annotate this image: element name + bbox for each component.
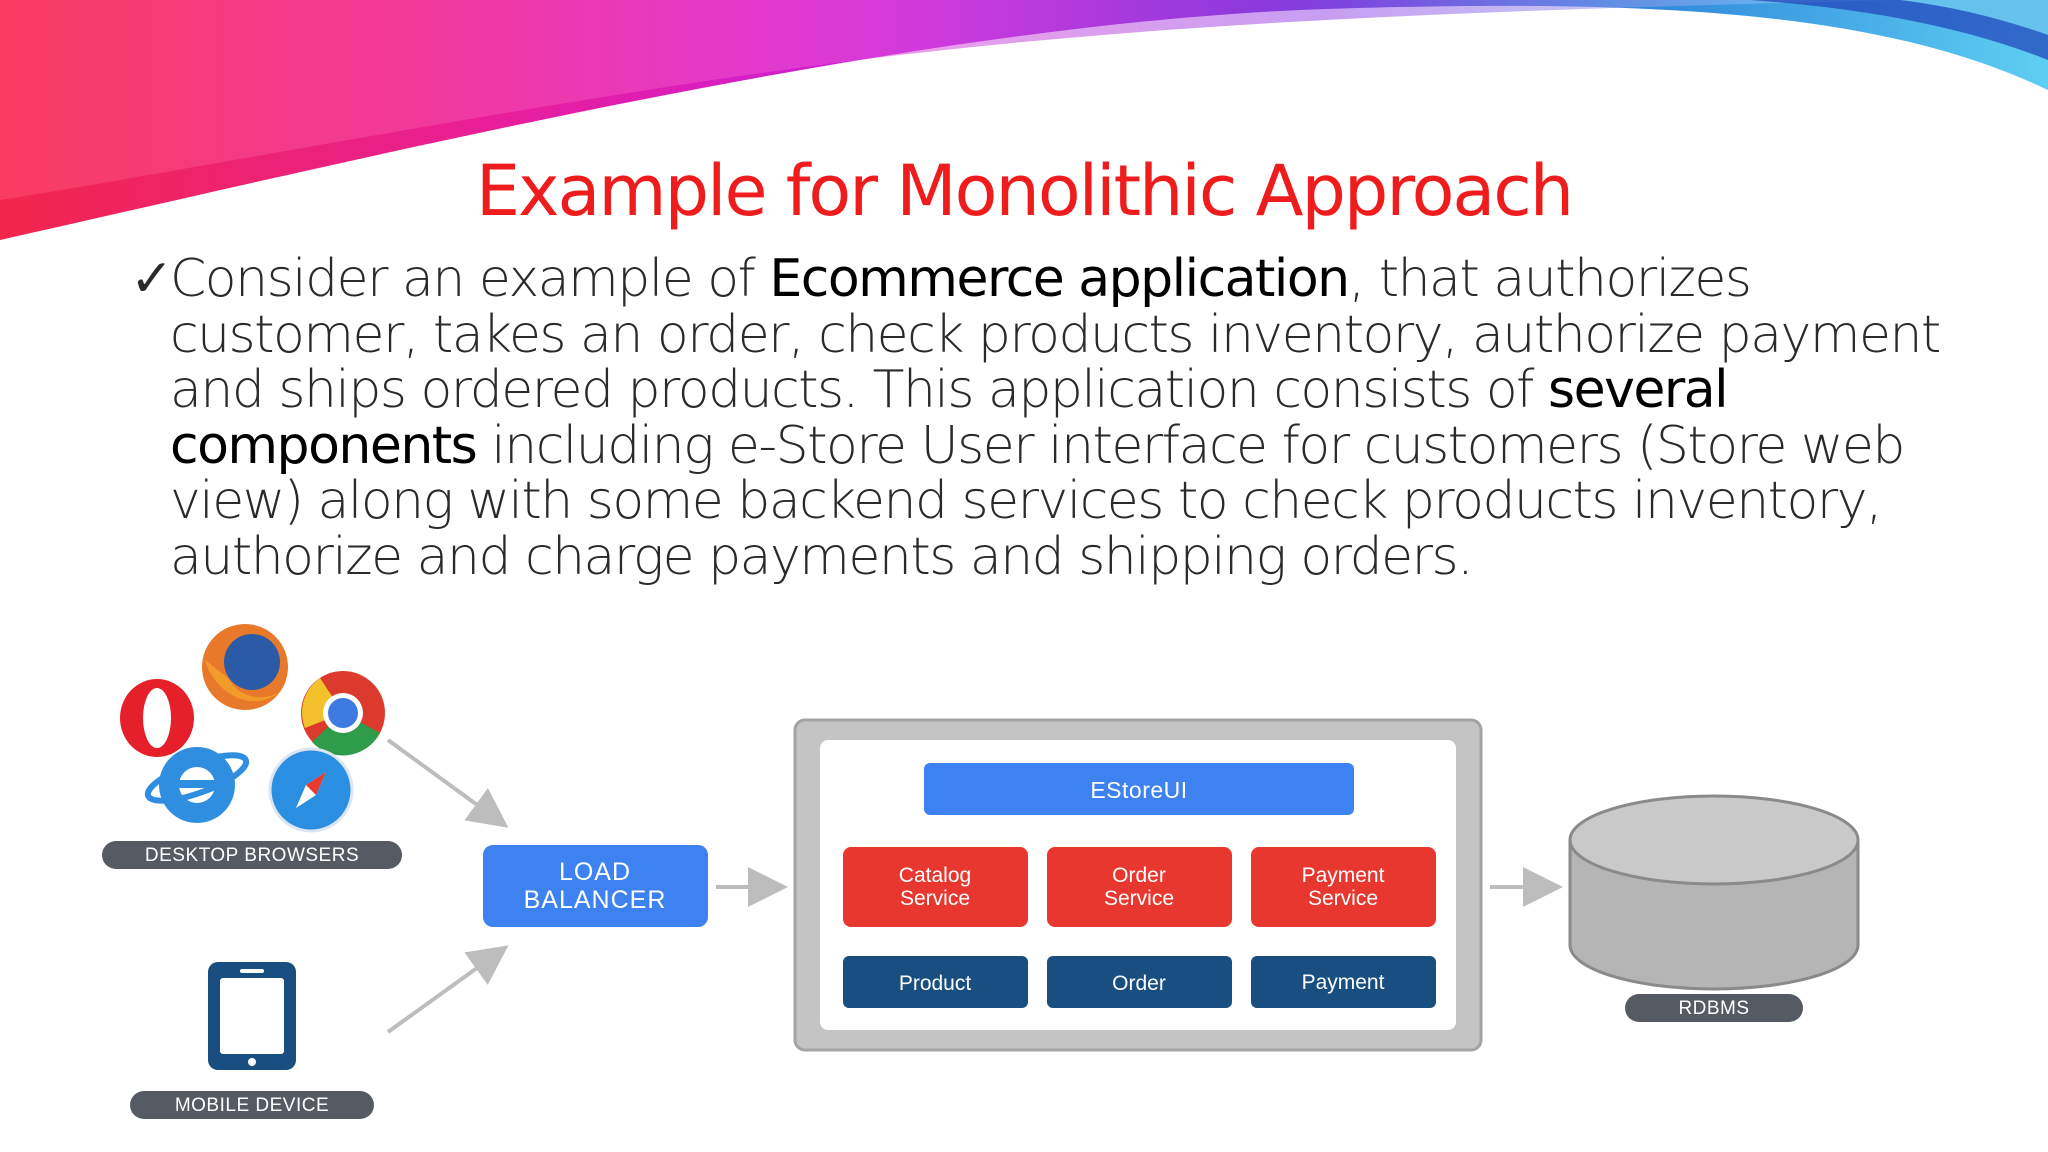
load-balancer-label-line1: LOAD [559,858,631,886]
monolithic-architecture-diagram: DESKTOP BROWSERS MOBILE DEVICE LOAD BALA… [102,624,1860,1119]
order-module-box [1047,956,1232,1008]
rdbms-label: RDBMS [1678,998,1749,1019]
paragraph-part-2: , that authorizes customer, takes an ord… [170,249,1941,420]
arrow-browsers-to-lb [386,738,509,828]
catalog-service-label-line1: Catalog [899,864,971,887]
rdbms-label-pill [1625,994,1803,1022]
paragraph-part-1: Consider an example of [170,249,770,309]
payment-module-label: Payment [1302,971,1385,994]
paragraph-part-3: including e-Store User interface for cus… [170,415,1905,587]
catalog-service-box [843,847,1028,927]
header-swoosh-decoration [0,0,2048,240]
desktop-browsers-label-pill [102,841,402,869]
estore-ui-box [924,763,1354,815]
product-module-box [843,956,1028,1008]
load-balancer-label-line2: BALANCER [524,886,667,914]
chrome-icon [301,671,385,756]
safari-icon [268,747,354,833]
mobile-device-label: MOBILE DEVICE [175,1095,329,1116]
desktop-browsers-label: DESKTOP BROWSERS [145,845,359,866]
slide-paragraph: ✓ Consider an example of Ecommerce appli… [130,249,1960,587]
checkmark-bullet-icon: ✓ [130,249,174,309]
paragraph-bold-ecommerce: Ecommerce application [769,249,1350,309]
paragraph-text: Consider an example of Ecommerce applica… [170,249,1960,587]
estore-ui-label: EStoreUI [1090,777,1187,803]
payment-service-box [1251,847,1436,927]
payment-module-box [1251,956,1436,1008]
firefox-icon [202,624,288,710]
mobile-device-icon [208,962,296,1070]
internet-explorer-icon [144,747,250,823]
order-module-label: Order [1112,972,1166,995]
load-balancer-box [483,845,708,927]
order-service-label-line1: Order [1112,864,1166,887]
slide-title: Example for Monolithic Approach [475,150,1574,232]
opera-icon [120,679,194,757]
order-service-label-line2: Service [1104,887,1174,910]
payment-service-label-line2: Service [1308,887,1378,910]
order-service-box [1047,847,1232,927]
paragraph-bold-components: several components [170,360,1729,476]
mobile-device-label-pill [130,1091,374,1119]
database-icon [1568,794,1860,991]
payment-service-label-line1: Payment [1302,864,1385,887]
arrow-mobile-to-lb [386,945,509,1034]
catalog-service-label-line2: Service [900,887,970,910]
product-module-label: Product [899,972,972,995]
